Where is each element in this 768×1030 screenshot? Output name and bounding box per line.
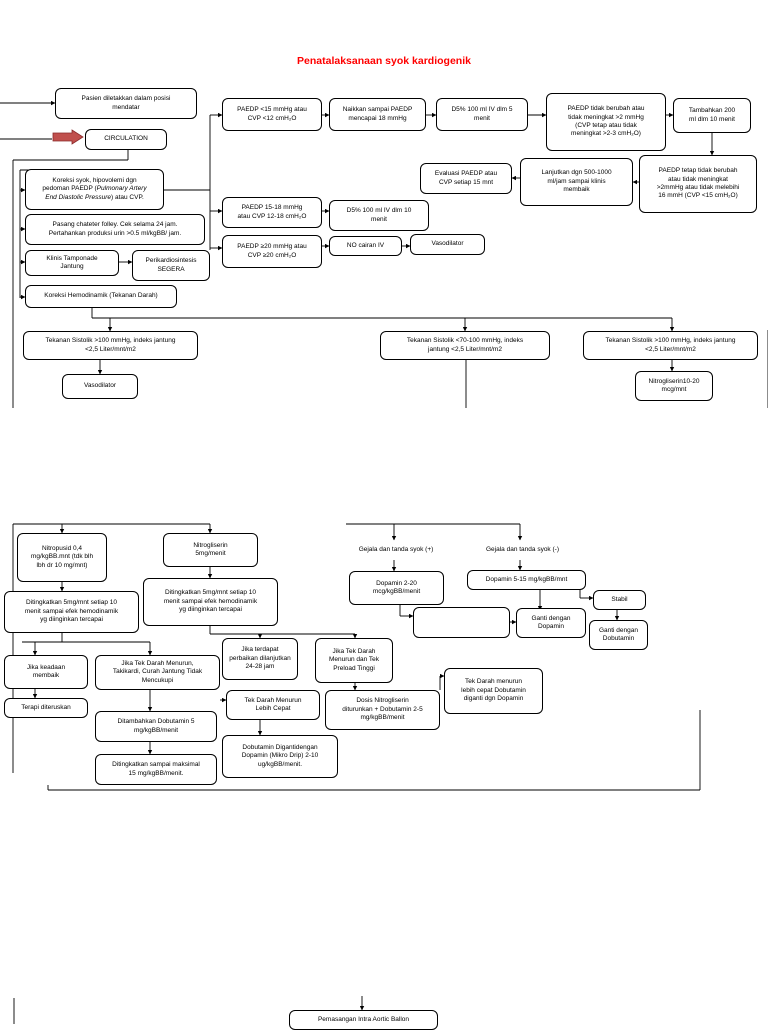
node-terapi-diteruskan: Terapi diteruskan (4, 698, 88, 718)
node-nitropusid: Nitropusid 0,4 mg/kgBB.mnt (tdk blh lbh … (17, 533, 107, 582)
node-nitrogliserin-10-20: Nitrogliserin10-20 mcg/mnt (635, 371, 713, 401)
node-koreksi-syok: Koreksi syok, hipovolemi dgn pedoman PAE… (25, 169, 164, 210)
node-circulation: CIRCULATION (85, 129, 167, 150)
node-gejala-syok-plus: Gejala dan tanda syok (+) (358, 545, 434, 553)
node-ditambahkan-dobutamin: Ditambahkan Dobutamin 5 mg/kgBB/menit (95, 711, 217, 742)
node-klinis-tamponade: Klinis Tamponade Jantung (25, 250, 119, 276)
node-evaluasi-paedp: Evaluasi PAEDP atau CVP setiap 15 mnt (420, 163, 512, 194)
node-empty-box (413, 607, 510, 638)
node-stabil: Stabil (593, 590, 646, 610)
node-jika-perbaikan: Jika terdapat perbaikan dilanjutkan 24-2… (222, 638, 298, 680)
node-paedp-mid: PAEDP 15-18 mmHg atau CVP 12-18 cmH₂O (222, 197, 322, 228)
node-lanjutkan-500ml: Lanjutkan dgn 500-1000 ml/jam sampai kli… (520, 158, 633, 206)
node-dosis-nitrogliserin: Dosis Nitrogliserin diturunkan + Dobutam… (325, 690, 440, 730)
node-ditingkatkan-maksimal: Ditingkatkan sampai maksimal 15 mg/kgBB/… (95, 754, 217, 785)
node-pasien-posisi: Pasien diletakkan dalam posisi mendatar (55, 88, 197, 119)
node-d5-5menit: D5% 100 ml IV dlm 5 menit (436, 98, 528, 131)
node-tekanan-sistolik-right: Tekanan Sistolik >100 mmHg, indeks jantu… (583, 331, 758, 360)
node-dopamin-2-20: Dopamin 2-20 mcg/kgBB/menit (349, 571, 444, 605)
node-tekanan-sistolik-mid: Tekanan Sistolik <70-100 mmHg, indeks ja… (380, 331, 550, 360)
node-ganti-dopamin: Ganti dengan Dopamin (516, 608, 586, 638)
node-ganti-dobutamin: Ganti dengan Dobutamin (589, 620, 648, 650)
node-koreksi-hemodinamik: Koreksi Hemodinamik (Tekanan Darah) (25, 285, 177, 308)
paedp-expansion: Pulmonary Artery End Diastolic Pressure (45, 185, 147, 201)
node-paedp-tidak-berubah: PAEDP tidak berubah atau tidak meningkat… (546, 93, 666, 151)
node-tek-menurun-cepat: Tek Darah Menurun Lebih Cepat (226, 690, 320, 720)
node-paedp-low: PAEDP <15 mmHg atau CVP <12 cmH₂O (222, 98, 322, 131)
node-jika-tek-menurun: Jika Tek Darah Menurun, Takikardi, Curah… (95, 655, 220, 690)
page-title: Penatalaksanaan syok kardiogenik (297, 55, 471, 67)
node-ditingkatkan-left: Ditingkatkan 5mg/mnt setiap 10 menit sam… (4, 591, 139, 633)
node-no-cairan-iv: NO cairan IV (329, 236, 402, 256)
node-paedp-tetap: PAEDP tetap tidak berubah atau tidak men… (639, 155, 757, 213)
node-jika-keadaan-membaik: Jika keadaan membaik (4, 655, 88, 689)
node-vasodilator-top: Vasodilator (410, 234, 485, 255)
node-naikkan-paedp: Naikkan sampai PAEDP mencapai 18 mmHg (329, 98, 426, 131)
node-tambahkan-200ml: Tambahkan 200 ml dlm 10 menit (673, 98, 751, 133)
node-jika-tek-preload: Jika Tek Darah Menurun dan Tek Preload T… (315, 638, 393, 683)
node-pemasangan-iab: Pemasangan Intra Aortic Ballon (289, 1010, 438, 1030)
node-dobutamin-diganti: Dobutamin Digantidengan Dopamin (Mikro D… (222, 735, 338, 778)
block-arrow-right-icon (52, 129, 84, 145)
node-vasodilator-left: Vasodilator (62, 374, 138, 399)
node-nitrogliserin-5: Nitrogliserin 5mg/menit (163, 533, 258, 567)
node-tek-lebih-cepat: Tek Darah menurun lebih cepat Dobutamin … (444, 668, 543, 714)
node-gejala-syok-minus: Gejala dan tanda syok (-) (486, 545, 559, 553)
node-tekanan-sistolik-left: Tekanan Sistolik >100 mmHg, indeks jantu… (23, 331, 198, 360)
node-ditingkatkan-right: Ditingkatkan 5mg/mnt setiap 10 menit sam… (143, 578, 278, 626)
node-dopamin-5-15: Dopamin 5-15 mg/kgBB/mnt (467, 570, 586, 590)
node-d5-10menit: D5% 100 ml IV dlm 10 menit (329, 200, 429, 231)
node-perikardiosintesis: Perikardiosintesis SEGERA (132, 250, 210, 281)
node-pasang-chateter: Pasang chateter folley. Cek selama 24 ja… (25, 214, 205, 245)
node-paedp-high: PAEDP ≥20 mmHg atau CVP ≥20 cmH₂O (222, 235, 322, 268)
